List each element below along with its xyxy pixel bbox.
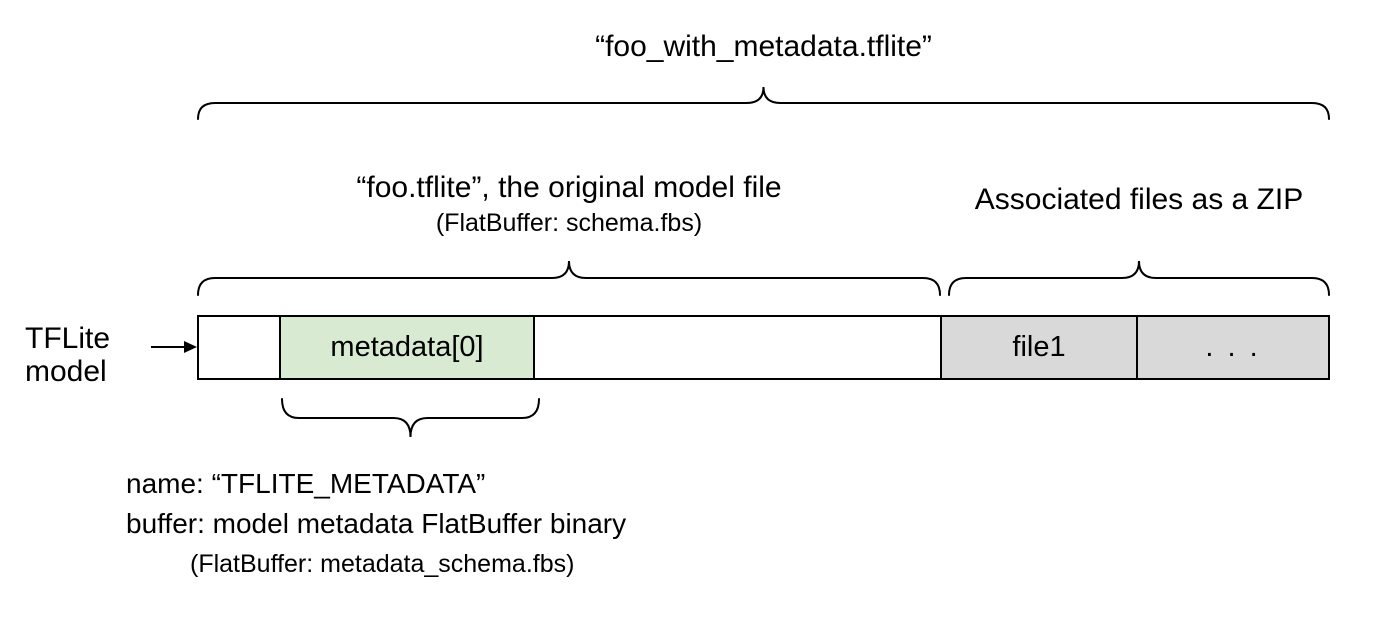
tflite-model-label: TFLite model xyxy=(25,322,110,388)
whole-file-brace xyxy=(197,86,1330,120)
file-structure-bar: metadata[0] file1 . . . xyxy=(197,315,1330,380)
tflite-model-label-line2: model xyxy=(25,355,107,388)
file-title: “foo_with_metadata.tflite” xyxy=(595,30,932,63)
zip-region-brace xyxy=(948,260,1330,296)
metadata-annotation-schema: (FlatBuffer: metadata_schema.fbs) xyxy=(190,550,575,578)
zip-files-label: Associated files as a ZIP xyxy=(974,183,1304,216)
tflite-model-label-line1: TFLite xyxy=(25,322,111,355)
bar-segment-header xyxy=(199,317,281,378)
metadata-annotation-buffer: buffer: model metadata FlatBuffer binary xyxy=(126,508,627,539)
bar-segment-file1: file1 xyxy=(942,317,1138,378)
bar-segment-metadata: metadata[0] xyxy=(281,317,535,378)
model-region-brace xyxy=(197,260,941,296)
original-model-label: “foo.tflite”, the original model file (F… xyxy=(197,170,941,237)
bar-segment-model-body xyxy=(535,317,942,378)
metadata-segment-brace xyxy=(281,398,540,438)
pointer-arrow-icon xyxy=(151,341,197,353)
bar-segment-more-files: . . . xyxy=(1138,317,1328,378)
original-model-label-line2: (FlatBuffer: schema.fbs) xyxy=(435,209,703,237)
original-model-label-line1: “foo.tflite”, the original model file xyxy=(356,171,782,204)
metadata-annotation: name: “TFLITE_METADATA” buffer: model me… xyxy=(126,464,626,581)
metadata-annotation-name: name: “TFLITE_METADATA” xyxy=(126,468,486,499)
